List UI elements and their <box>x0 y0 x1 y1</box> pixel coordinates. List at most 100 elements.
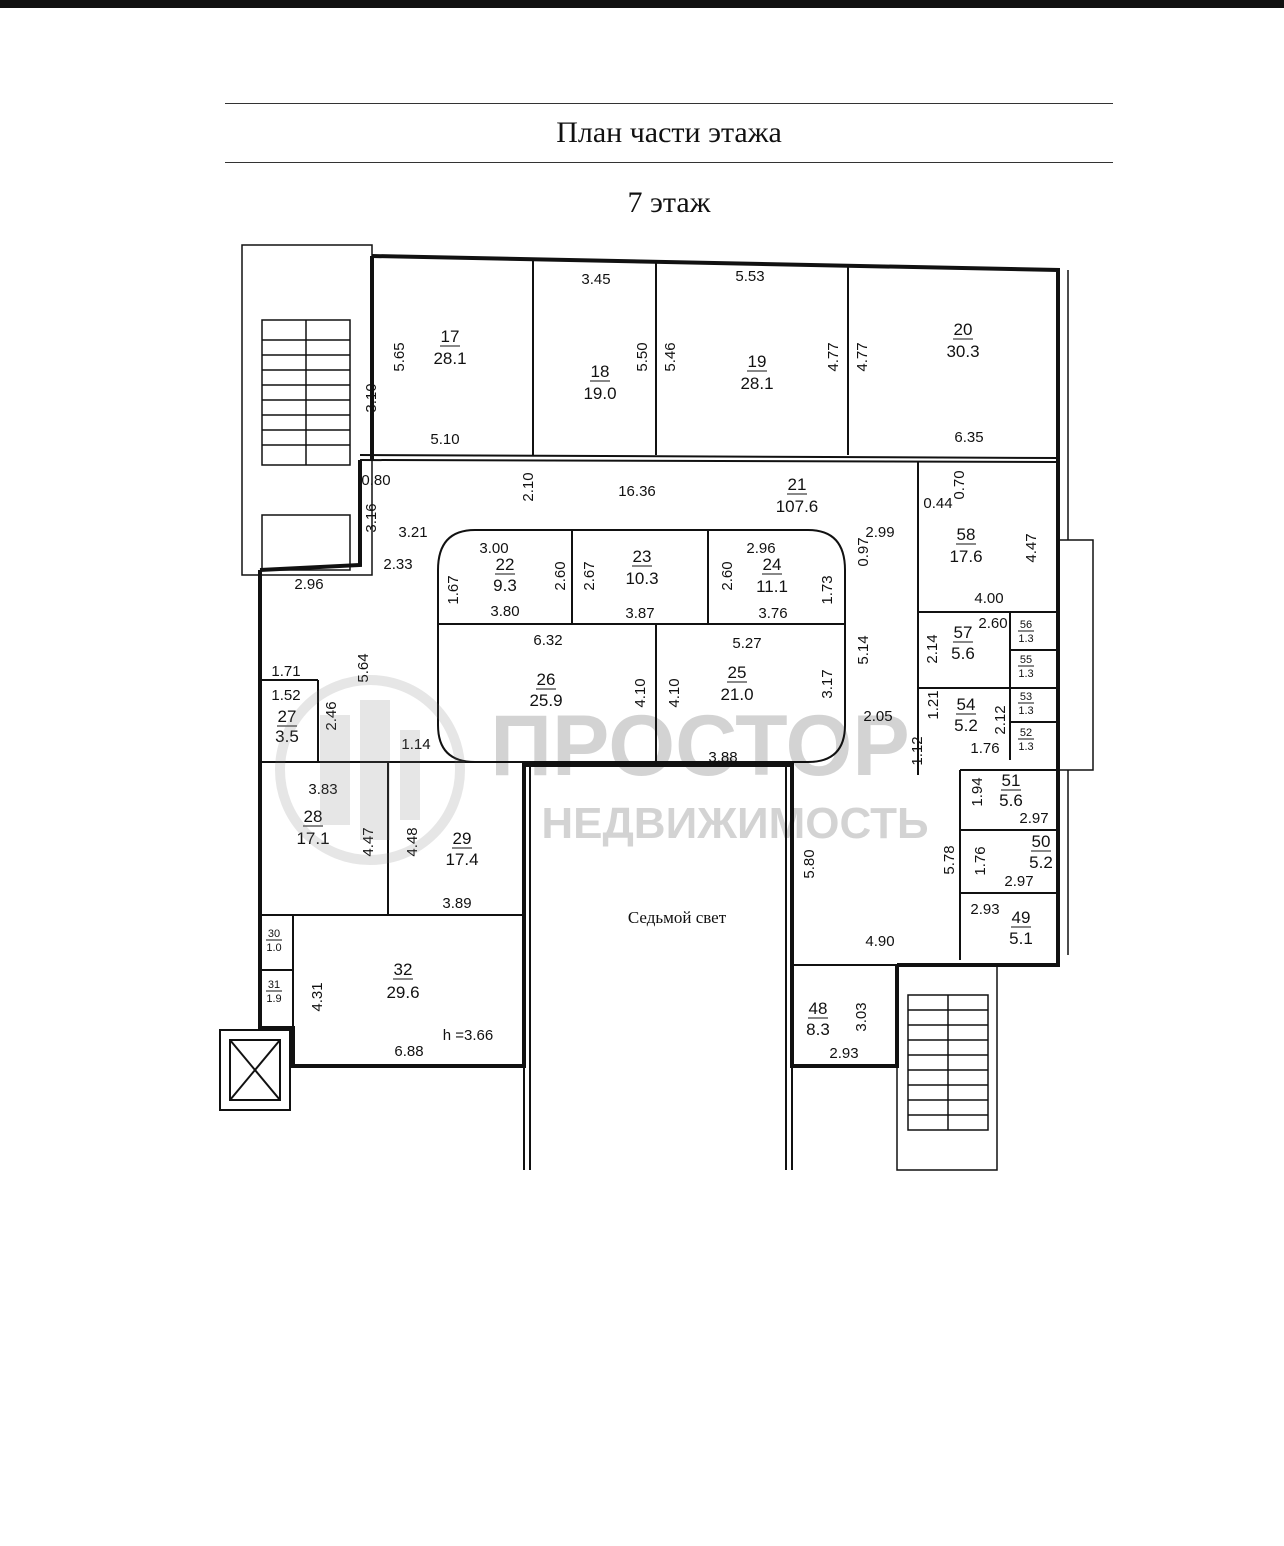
svg-text:11.1: 11.1 <box>756 577 788 596</box>
svg-text:3.5: 3.5 <box>275 727 299 746</box>
svg-text:2.99: 2.99 <box>865 524 894 541</box>
svg-text:5.65: 5.65 <box>391 342 408 371</box>
plan-title: План части этажа <box>556 116 782 149</box>
svg-text:25: 25 <box>728 663 747 682</box>
room-30: 301.0 <box>266 928 282 954</box>
svg-text:6.88: 6.88 <box>394 1043 423 1060</box>
svg-text:2.93: 2.93 <box>829 1045 858 1062</box>
svg-text:9.3: 9.3 <box>493 576 517 595</box>
svg-text:3.21: 3.21 <box>398 524 427 541</box>
svg-text:1.14: 1.14 <box>401 736 430 753</box>
svg-text:56: 56 <box>1020 619 1032 631</box>
svg-text:2.10: 2.10 <box>520 472 537 501</box>
room-20: 20 30.3 <box>946 320 979 361</box>
svg-text:3.45: 3.45 <box>581 271 610 288</box>
svg-text:1.12: 1.12 <box>909 736 926 765</box>
svg-text:5.64: 5.64 <box>355 653 372 682</box>
svg-text:6.35: 6.35 <box>954 429 983 446</box>
svg-text:28.1: 28.1 <box>433 349 466 368</box>
svg-text:10.3: 10.3 <box>625 569 658 588</box>
svg-text:2.14: 2.14 <box>924 634 941 663</box>
svg-text:0.80: 0.80 <box>361 472 390 489</box>
svg-text:53: 53 <box>1020 691 1032 703</box>
svg-text:1.9: 1.9 <box>266 993 281 1005</box>
svg-text:5.78: 5.78 <box>941 845 958 874</box>
svg-text:4.00: 4.00 <box>974 590 1003 607</box>
svg-text:5.6: 5.6 <box>999 791 1023 810</box>
svg-text:30.3: 30.3 <box>946 342 979 361</box>
svg-text:21: 21 <box>788 475 807 494</box>
svg-text:2.60: 2.60 <box>978 615 1007 632</box>
svg-text:2.67: 2.67 <box>581 561 598 590</box>
room-18: 18 19.0 <box>583 362 616 403</box>
svg-text:1.3: 1.3 <box>1018 705 1033 717</box>
svg-text:4.48: 4.48 <box>404 827 421 856</box>
svg-text:30: 30 <box>268 928 280 940</box>
svg-text:2.97: 2.97 <box>1019 810 1048 827</box>
room-29: 29 17.4 <box>445 829 478 869</box>
svg-text:50: 50 <box>1032 832 1051 851</box>
watermark-brand: ПРОСТОР <box>490 698 910 794</box>
svg-text:1.3: 1.3 <box>1018 633 1033 645</box>
svg-text:23: 23 <box>633 547 652 566</box>
svg-text:51: 51 <box>1002 771 1021 790</box>
svg-text:29.6: 29.6 <box>386 983 419 1002</box>
svg-text:28.1: 28.1 <box>740 374 773 393</box>
room-31: 311.9 <box>266 979 282 1005</box>
svg-text:1.52: 1.52 <box>271 687 300 704</box>
svg-text:2.60: 2.60 <box>552 561 569 590</box>
watermark-logo-icon <box>275 675 465 865</box>
svg-text:17.6: 17.6 <box>949 547 982 566</box>
room-57: 575.6 <box>951 623 975 663</box>
svg-text:4.90: 4.90 <box>865 933 894 950</box>
svg-text:5.50: 5.50 <box>634 342 651 371</box>
svg-text:4.31: 4.31 <box>309 982 326 1011</box>
svg-text:1.73: 1.73 <box>819 575 836 604</box>
svg-text:2.60: 2.60 <box>719 561 736 590</box>
svg-text:55: 55 <box>1020 654 1032 666</box>
floor-label: 7 этаж <box>627 186 711 219</box>
svg-text:49: 49 <box>1012 908 1031 927</box>
svg-text:2.96: 2.96 <box>294 576 323 593</box>
room-17: 17 28.1 <box>433 327 466 368</box>
svg-text:18: 18 <box>591 362 610 381</box>
svg-text:0.97: 0.97 <box>855 537 872 566</box>
room-23: 23 10.3 <box>625 547 658 588</box>
top-border-bar <box>0 0 1284 8</box>
svg-text:0.44: 0.44 <box>923 495 952 512</box>
room-55: 551.3 <box>1018 654 1034 680</box>
watermark: ПРОСТОР НЕДВИЖИМОСТЬ <box>275 675 929 865</box>
title-rule-bottom <box>225 162 1113 163</box>
title-rule-top <box>225 103 1113 104</box>
svg-text:5.2: 5.2 <box>954 716 978 735</box>
svg-text:5.27: 5.27 <box>732 635 761 652</box>
svg-text:27: 27 <box>278 707 297 726</box>
svg-text:52: 52 <box>1020 727 1032 739</box>
interior-walls <box>260 260 1059 1170</box>
watermark-tagline: НЕДВИЖИМОСТЬ <box>541 799 928 848</box>
svg-text:4.77: 4.77 <box>825 342 842 371</box>
svg-text:19: 19 <box>748 352 767 371</box>
svg-text:25.9: 25.9 <box>529 691 562 710</box>
svg-text:3.88: 3.88 <box>708 749 737 766</box>
elevator-shaft <box>219 1029 291 1111</box>
svg-text:19.0: 19.0 <box>583 384 616 403</box>
svg-text:5.46: 5.46 <box>662 342 679 371</box>
svg-text:3.80: 3.80 <box>490 603 519 620</box>
svg-text:17: 17 <box>441 327 460 346</box>
room-22: 229.3 <box>493 555 517 595</box>
svg-text:3.76: 3.76 <box>758 605 787 622</box>
svg-text:20: 20 <box>954 320 973 339</box>
svg-text:29: 29 <box>453 829 472 848</box>
svg-text:17.4: 17.4 <box>445 850 478 869</box>
room-53: 531.3 <box>1018 691 1034 717</box>
